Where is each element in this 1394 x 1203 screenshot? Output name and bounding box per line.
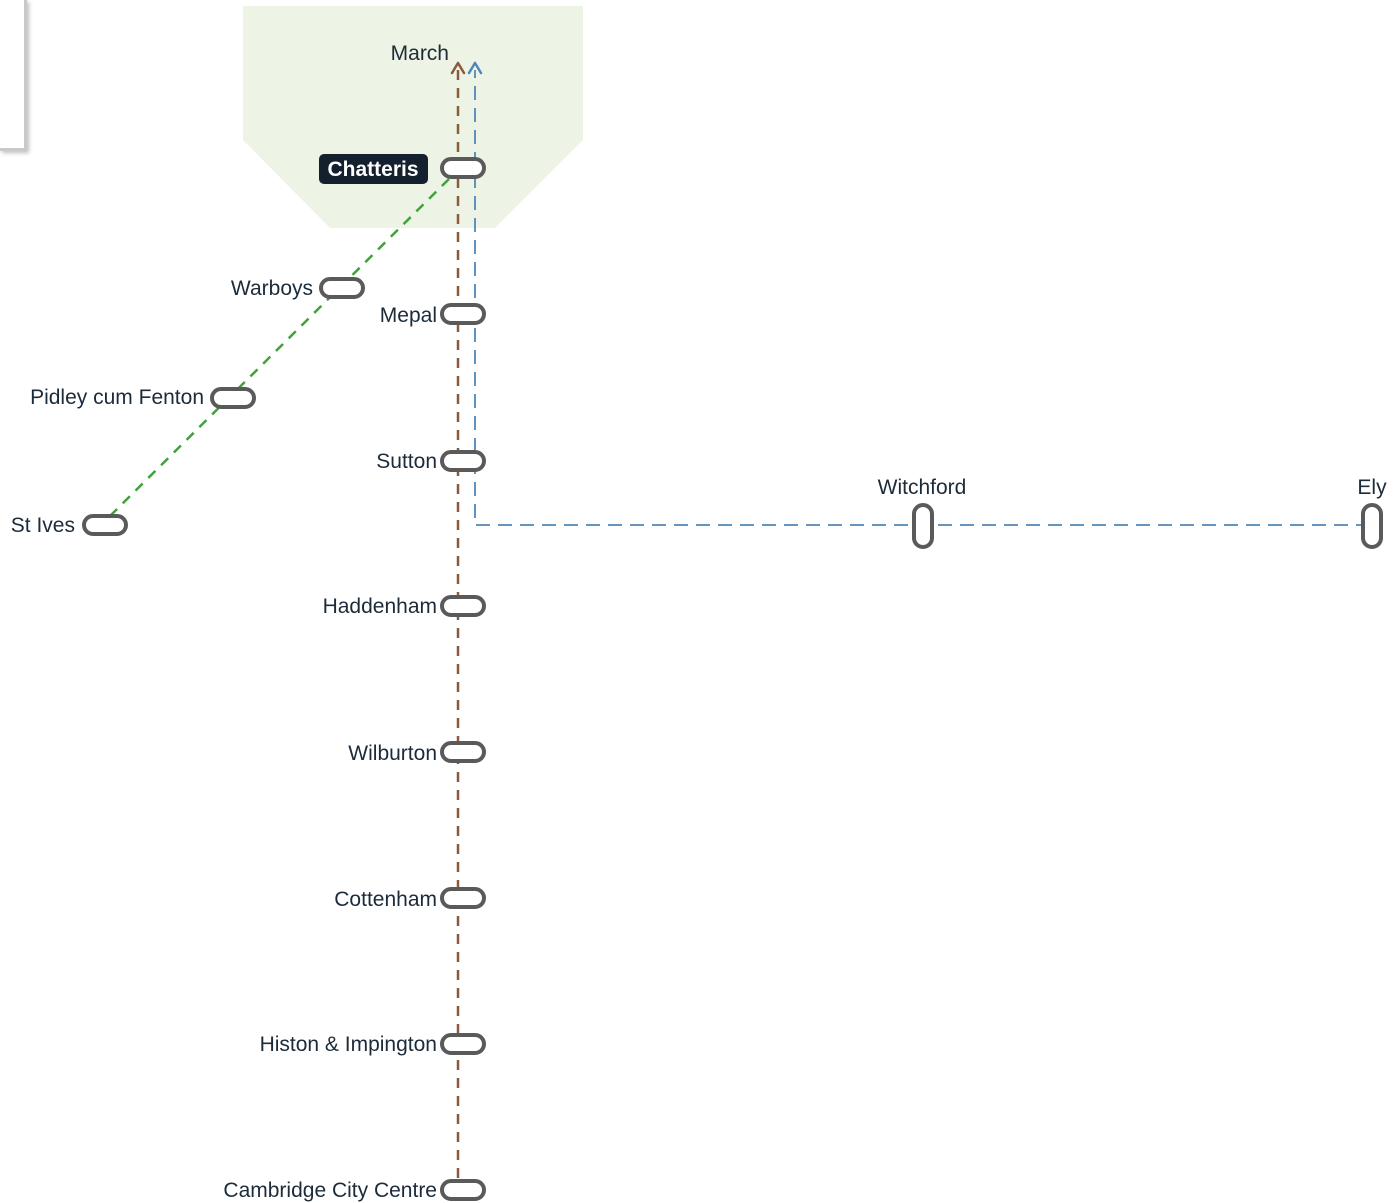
station-label: St Ives [11, 514, 75, 537]
arrow-up-icon [450, 61, 466, 75]
station-haddenham[interactable]: Haddenham [323, 595, 486, 618]
station-label: Mepal [380, 304, 437, 327]
station-sutton[interactable]: Sutton [376, 450, 486, 473]
station-label: Chatteris [327, 158, 418, 181]
station-marker[interactable] [440, 303, 486, 325]
station-label: Witchford [878, 476, 967, 499]
station-marker[interactable] [440, 157, 486, 179]
station-marker[interactable] [82, 514, 128, 536]
station-label: Sutton [376, 450, 437, 473]
station-wilburton[interactable]: Wilburton [348, 741, 486, 765]
station-cottenham[interactable]: Cottenham [334, 887, 486, 911]
station-label: Ely [1357, 476, 1387, 499]
station-marker[interactable] [440, 887, 486, 909]
station-pidley-cum-fenton[interactable]: Pidley cum Fenton [30, 386, 256, 409]
route-line-st-ives-chatteris [109, 169, 459, 517]
station-mepal[interactable]: Mepal [380, 303, 486, 327]
highlight-zone [243, 6, 583, 228]
station-marker[interactable] [440, 1179, 486, 1201]
station-marker[interactable] [440, 450, 486, 472]
side-panel[interactable] [0, 0, 27, 151]
station-label: Cottenham [334, 888, 437, 911]
station-marker[interactable] [440, 595, 486, 617]
station-warboys[interactable]: Warboys [231, 277, 365, 300]
station-histon-impington[interactable]: Histon & Impington [260, 1033, 486, 1056]
station-ely[interactable]: Ely [1357, 476, 1387, 549]
station-st-ives[interactable]: St Ives [11, 514, 128, 537]
arrow-up-icon [467, 61, 483, 75]
station-marker[interactable] [319, 277, 365, 299]
station-label: Histon & Impington [260, 1033, 437, 1056]
station-label: Warboys [231, 277, 313, 300]
station-marker[interactable] [440, 741, 486, 763]
station-marker[interactable] [440, 1033, 486, 1055]
station-label-badge [319, 154, 428, 184]
station-marker[interactable] [1361, 503, 1383, 549]
station-label: Cambridge City Centre [223, 1179, 437, 1202]
station-cambridge-city-centre[interactable]: Cambridge City Centre [223, 1179, 486, 1202]
station-chatteris[interactable]: Chatteris [319, 154, 486, 184]
station-marker[interactable] [912, 503, 934, 549]
route-line-ely-march [474, 70, 1370, 526]
station-witchford[interactable]: Witchford [878, 476, 967, 549]
station-label: Pidley cum Fenton [30, 386, 204, 409]
station-label: Wilburton [348, 742, 437, 765]
station-label: Haddenham [323, 595, 437, 618]
destination-label-march: March [391, 42, 449, 65]
station-marker[interactable] [210, 387, 256, 409]
